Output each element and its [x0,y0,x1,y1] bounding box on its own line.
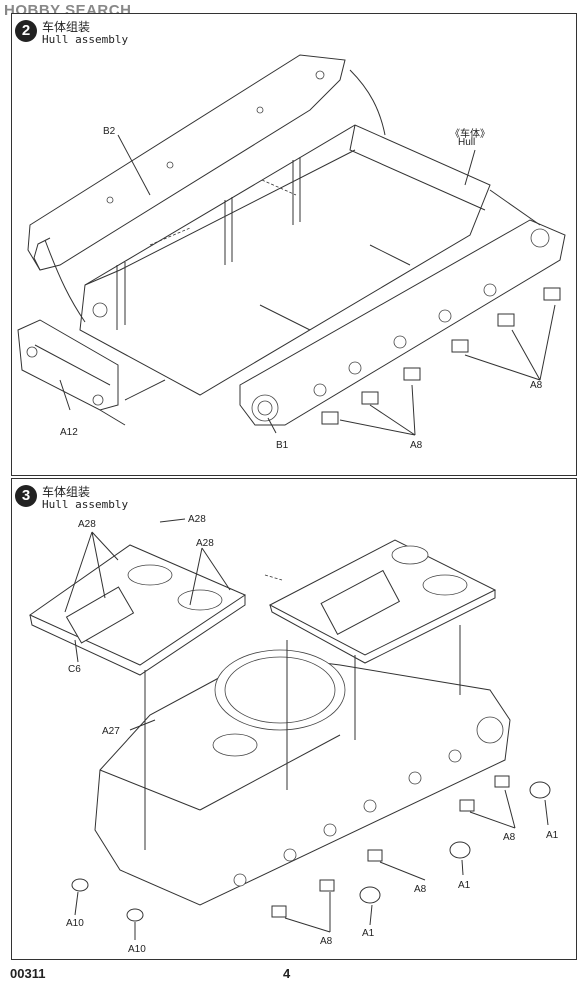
step-3-title-cn: 车体组装 [42,485,91,499]
label-a8-right: A8 [530,380,543,391]
label-a8-left: A8 [410,440,423,451]
label-hull-en: Hull [458,137,476,148]
a1-parts [359,781,551,904]
c6-deck-plate [28,544,247,676]
a12-front-plate [17,319,126,426]
label-a28-mid: A28 [196,538,214,549]
label-a8-r1: A8 [503,832,516,843]
a8-parts-step2 [321,287,561,425]
label-a12: A12 [60,427,78,438]
step-3-title-en: Hull assembly [42,498,129,511]
label-a27: A27 [102,726,120,737]
step-3-number: 3 [15,485,37,507]
label-a10-left: A10 [66,918,84,929]
product-code: 00311 [10,966,46,981]
label-b1: B1 [276,440,289,451]
hull-assembled [94,649,511,906]
label-b2: B2 [103,126,116,137]
label-a28-top: A28 [188,514,206,525]
leader-lines-step3 [64,518,549,940]
a8-parts-step3 [271,775,510,918]
step-2-title-en: Hull assembly [42,33,129,46]
label-a10-low: A10 [128,944,146,955]
step-2-title-cn: 车体组装 [42,20,91,34]
hull-tub [79,124,491,396]
label-a1-mid: A1 [458,880,471,891]
label-a1-right: A1 [546,830,559,841]
label-hull-cn: 《车体》 [450,129,490,140]
label-a1-low: A1 [362,928,375,939]
b2-side-plate [27,54,346,271]
rear-deck-plate [268,539,497,664]
leader-lines-step2 [44,69,556,436]
step-2-number: 2 [15,20,37,42]
label-a28-left: A28 [78,519,96,530]
a10-parts [71,878,144,922]
label-a8-r2: A8 [414,884,427,895]
label-a8-low: A8 [320,936,333,947]
label-c6: C6 [68,664,81,675]
page-number: 4 [283,966,291,981]
